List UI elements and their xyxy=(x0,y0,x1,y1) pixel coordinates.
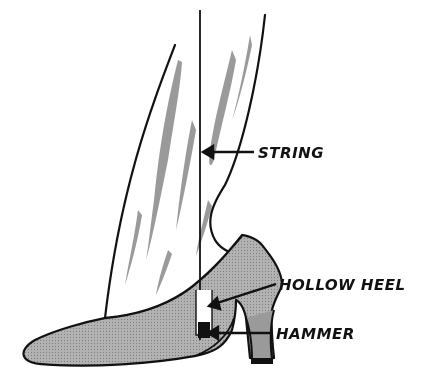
string-label: STRING xyxy=(258,144,324,162)
heel-cap xyxy=(251,358,273,364)
hollow-heel-label: HOLLOW HEEL xyxy=(279,276,406,294)
hammer xyxy=(198,322,210,338)
leg-front-outline xyxy=(105,45,175,318)
shoe-body xyxy=(24,235,282,366)
hammer-label: HAMMER xyxy=(276,325,355,343)
